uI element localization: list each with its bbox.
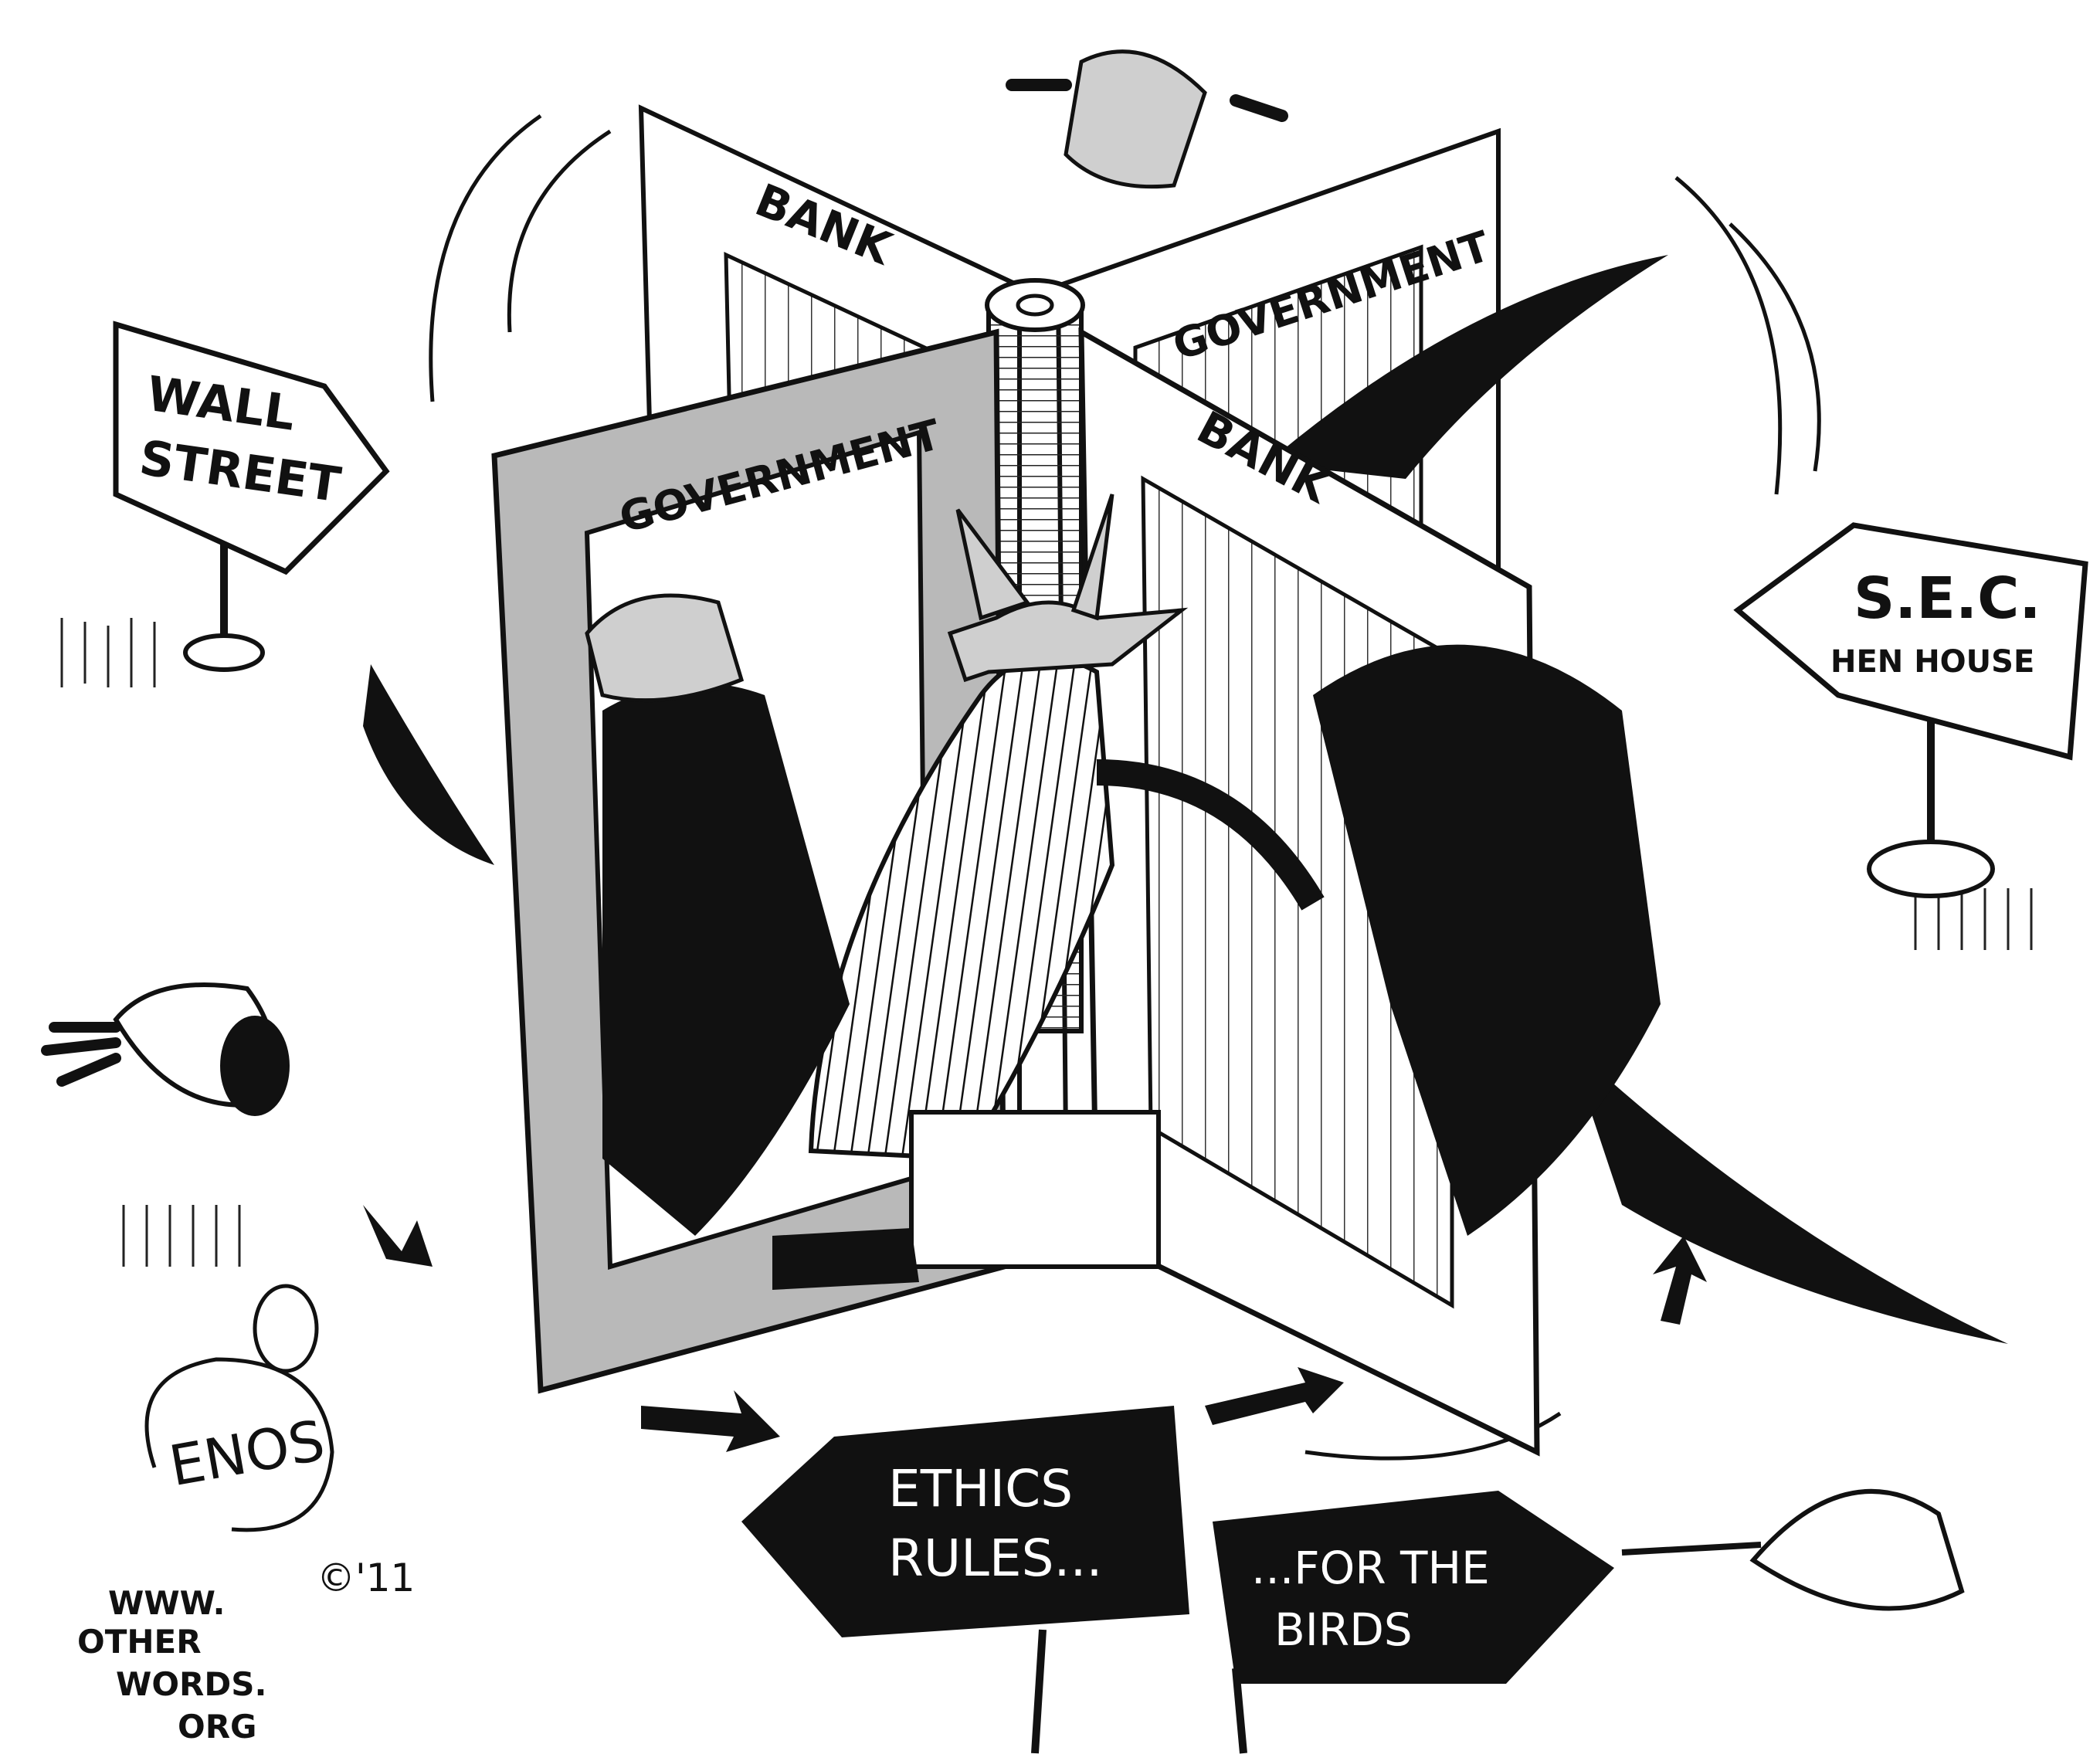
chicken-top [1006, 49, 1288, 189]
birds-line1: ...FOR THE [1251, 1542, 1490, 1594]
birds-line2: BIRDS [1274, 1603, 1413, 1656]
arrow-icon [1205, 1367, 1344, 1425]
ethics-rules-sign: ETHICS RULES... [741, 1406, 1189, 1754]
ethics-line2: RULES... [888, 1529, 1102, 1588]
signature-site-line4: ORG [178, 1708, 257, 1746]
chicken-left [41, 982, 290, 1116]
signature-site-line1: WWW. [108, 1584, 226, 1622]
signature-copyright: ©'11 [317, 1556, 415, 1600]
artist-signature: ENOS ©'11 WWW. OTHER WORDS. ORG [77, 1284, 415, 1746]
arrow-icons [363, 1205, 1707, 1452]
arrow-icon [363, 1205, 433, 1267]
sec-hen-house-sign: S.E.C. HEN HOUSE [1733, 522, 2088, 898]
sec-line1: S.E.C. [1854, 565, 2041, 632]
arrow-icon [1653, 1236, 1707, 1325]
arrow-icon [641, 1390, 780, 1452]
signature-site-line3: WORDS. [116, 1665, 266, 1703]
wall-street-sign: WALL STREET [113, 321, 390, 672]
fox-tails [363, 255, 2008, 1344]
motion-lines [429, 114, 1821, 1461]
sec-line2: HEN HOUSE [1830, 644, 2034, 680]
signature-site-line2: OTHER [77, 1623, 202, 1661]
for-the-birds-sign: ...FOR THE BIRDS [1213, 1491, 1614, 1754]
signature-name: ENOS [165, 1408, 329, 1499]
ground-hatching [60, 618, 2033, 1267]
fox-in-pinstripe-suit [772, 494, 1325, 1290]
ethics-line1: ETHICS [888, 1459, 1073, 1518]
fox-in-black-suit [585, 593, 1661, 1236]
chicken-bottom-right [1621, 1489, 1965, 1611]
